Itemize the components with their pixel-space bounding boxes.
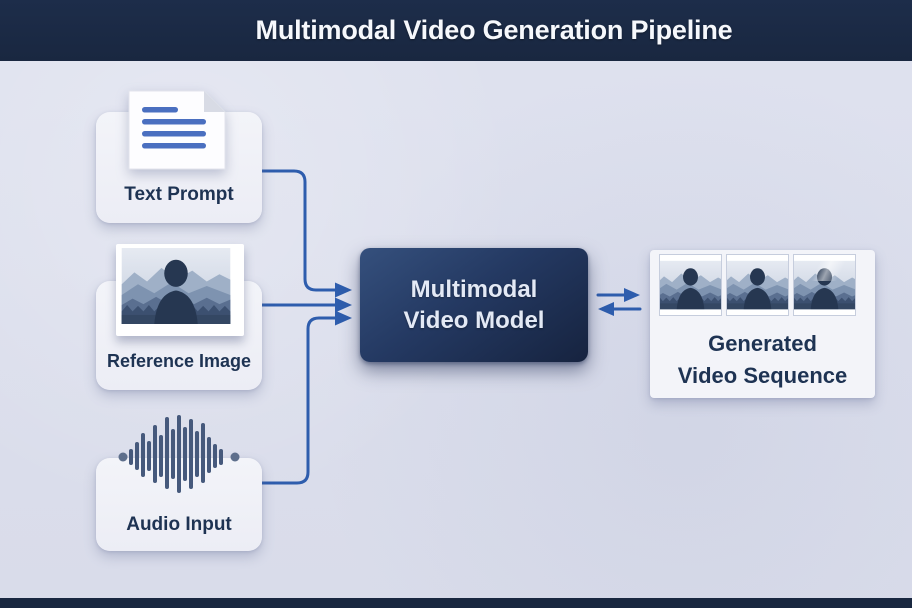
input-label-audio-input: Audio Input bbox=[126, 514, 232, 535]
video-frames bbox=[659, 254, 856, 316]
output-card: Generated Video Sequence bbox=[650, 250, 875, 398]
video-frame-3 bbox=[793, 254, 856, 316]
output-label-line1: Generated bbox=[708, 331, 817, 356]
document-icon bbox=[128, 90, 226, 170]
input-card-text-prompt: Text Prompt bbox=[96, 90, 262, 223]
page-title: Multimodal Video Generation Pipeline bbox=[255, 15, 733, 45]
waveform-icon bbox=[118, 415, 240, 493]
video-frame-2 bbox=[726, 254, 789, 316]
arrow-text-to-model bbox=[260, 169, 338, 292]
input-label-reference-image: Reference Image bbox=[106, 351, 252, 371]
input-card-reference-image: Reference Image bbox=[96, 244, 262, 390]
video-frame-1 bbox=[659, 254, 722, 316]
model-box: Multimodal Video Model bbox=[360, 248, 588, 362]
footer-bar bbox=[0, 598, 912, 608]
model-label-line2: Video Model bbox=[403, 307, 545, 334]
input-card-audio-input: Audio Input bbox=[96, 415, 262, 551]
input-label-text-prompt: Text Prompt bbox=[124, 184, 234, 205]
output-label-line2: Video Sequence bbox=[677, 363, 848, 388]
output-label: Generated Video Sequence bbox=[650, 328, 875, 392]
arrow-audio-to-model bbox=[260, 316, 338, 485]
photo-icon bbox=[116, 244, 244, 336]
header-bar: Multimodal Video Generation Pipeline bbox=[0, 0, 912, 61]
model-label-line1: Multimodal bbox=[410, 276, 538, 303]
